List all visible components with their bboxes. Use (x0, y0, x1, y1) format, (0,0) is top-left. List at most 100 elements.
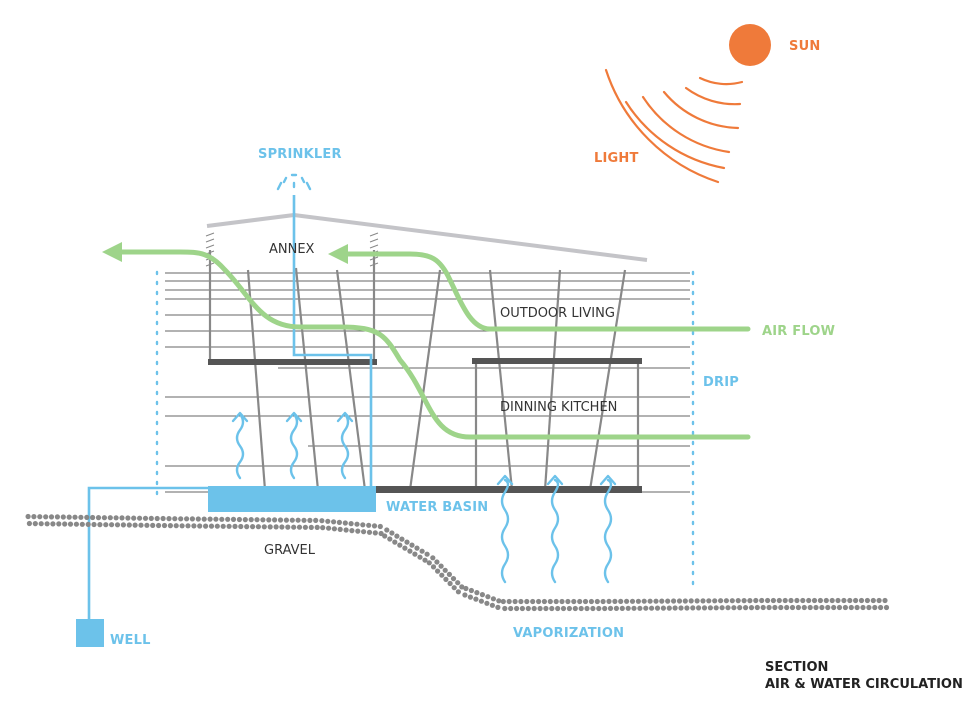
structure (208, 250, 640, 491)
gravel-dot (823, 597, 829, 604)
gravel-dot (659, 598, 665, 604)
gravel-dot (496, 598, 502, 604)
gravel-dot (296, 524, 303, 530)
light-label: LIGHT (594, 151, 639, 166)
gravel-dot (387, 536, 393, 542)
gravel-dot (44, 521, 50, 527)
gravel-dot (31, 514, 37, 520)
caption-line-1: SECTION (765, 660, 828, 675)
gravel-dot (337, 526, 343, 533)
gravel-dot (248, 517, 254, 523)
water-pipes (87, 195, 373, 622)
gravel-dot (747, 598, 753, 604)
gravel-dot (319, 518, 325, 524)
gravel-dot (817, 597, 824, 604)
gravel-dot (219, 516, 225, 522)
air-flow-arrow-icon (102, 242, 751, 440)
gravel-dot (144, 522, 150, 528)
gravel-dot (138, 522, 144, 528)
gravel-dot (273, 524, 279, 530)
gravel-dot (500, 598, 506, 605)
gravel-dot (238, 523, 244, 530)
gravel-dot (735, 598, 741, 604)
gravel-dot (725, 605, 731, 611)
gravel-dot (289, 517, 295, 523)
gravel-dot (331, 519, 337, 525)
caption-line-2: AIR & WATER CIRCULATION (765, 677, 963, 692)
gravel-dot (255, 524, 261, 530)
gravel-dot (277, 517, 284, 523)
gravel-dot (409, 542, 415, 548)
gravel-dot (835, 597, 841, 604)
gravel-dot (154, 515, 160, 522)
gravel-dot (184, 516, 190, 522)
gravel-dot (788, 597, 794, 604)
gravel-dot (649, 605, 655, 611)
gravel-dot (671, 598, 677, 604)
gravel-dot (266, 517, 272, 523)
gravel-dot (770, 597, 777, 604)
gravel-dot (242, 517, 248, 523)
gravel-dot (120, 522, 126, 528)
sprinkler-icon (276, 173, 312, 191)
gravel-dot (195, 516, 201, 522)
gravel-dot (179, 523, 185, 529)
gravel-dot (700, 598, 706, 604)
gravel-dot (625, 605, 631, 611)
gravel-dot (203, 523, 209, 529)
gravel-dot (666, 605, 672, 611)
gravel-dot (156, 522, 162, 529)
drip-label: DRIP (703, 375, 739, 390)
gravel-dot (737, 605, 743, 611)
gravel-dot (267, 524, 273, 530)
gravel-dot (354, 521, 360, 527)
gravel-dot (602, 605, 608, 612)
gravel-dot (772, 604, 778, 611)
gravel-dot (530, 598, 536, 605)
gravel-dot (512, 598, 518, 605)
gravel-dot (126, 522, 132, 528)
gravel-dot (392, 539, 398, 545)
gravel-dot (518, 598, 524, 605)
gravel-dot (789, 604, 796, 611)
gravel-dot (707, 605, 714, 611)
gravel-dot (665, 598, 671, 604)
vaporization-label: VAPORIZATION (513, 626, 624, 641)
gravel-dot (525, 605, 531, 612)
gravel-dot (412, 551, 418, 557)
gravel-dot (489, 602, 495, 608)
gravel-dot (342, 520, 348, 526)
gravel-dot (495, 604, 501, 611)
gravel-dot (95, 515, 102, 521)
gravel-dot (101, 515, 107, 521)
vapor-arrow-icon (336, 411, 354, 480)
vapor-arrow-icon (599, 474, 617, 584)
gravel-label: GRAVEL (264, 543, 316, 558)
gravel-dot (307, 517, 313, 524)
gravel-dot (478, 598, 484, 604)
gravel-dot (474, 590, 480, 596)
gravel-dot (701, 605, 708, 611)
gravel-dot (706, 598, 712, 604)
gravel-dot (618, 598, 624, 605)
gravel-dot (213, 516, 219, 522)
gravel-dot (384, 527, 390, 533)
gravel-dot (819, 604, 825, 611)
gravel-dot (729, 598, 735, 604)
gravel-dot (459, 584, 465, 590)
gravel-dot (590, 605, 596, 612)
gravel-dot (142, 515, 149, 521)
gravel-dot (150, 522, 156, 529)
gravel-dot (435, 568, 441, 574)
gravel-dot (578, 605, 584, 612)
gravel-dot (718, 598, 724, 604)
gravel-dot (743, 605, 749, 611)
gravel-dot (678, 605, 684, 611)
gravel-dot (502, 605, 508, 612)
gravel-dot (214, 523, 220, 529)
gravel-dot (682, 598, 688, 604)
gravel-dot (250, 524, 256, 530)
gravel-dot (588, 598, 595, 605)
gravel-dot (125, 515, 131, 521)
